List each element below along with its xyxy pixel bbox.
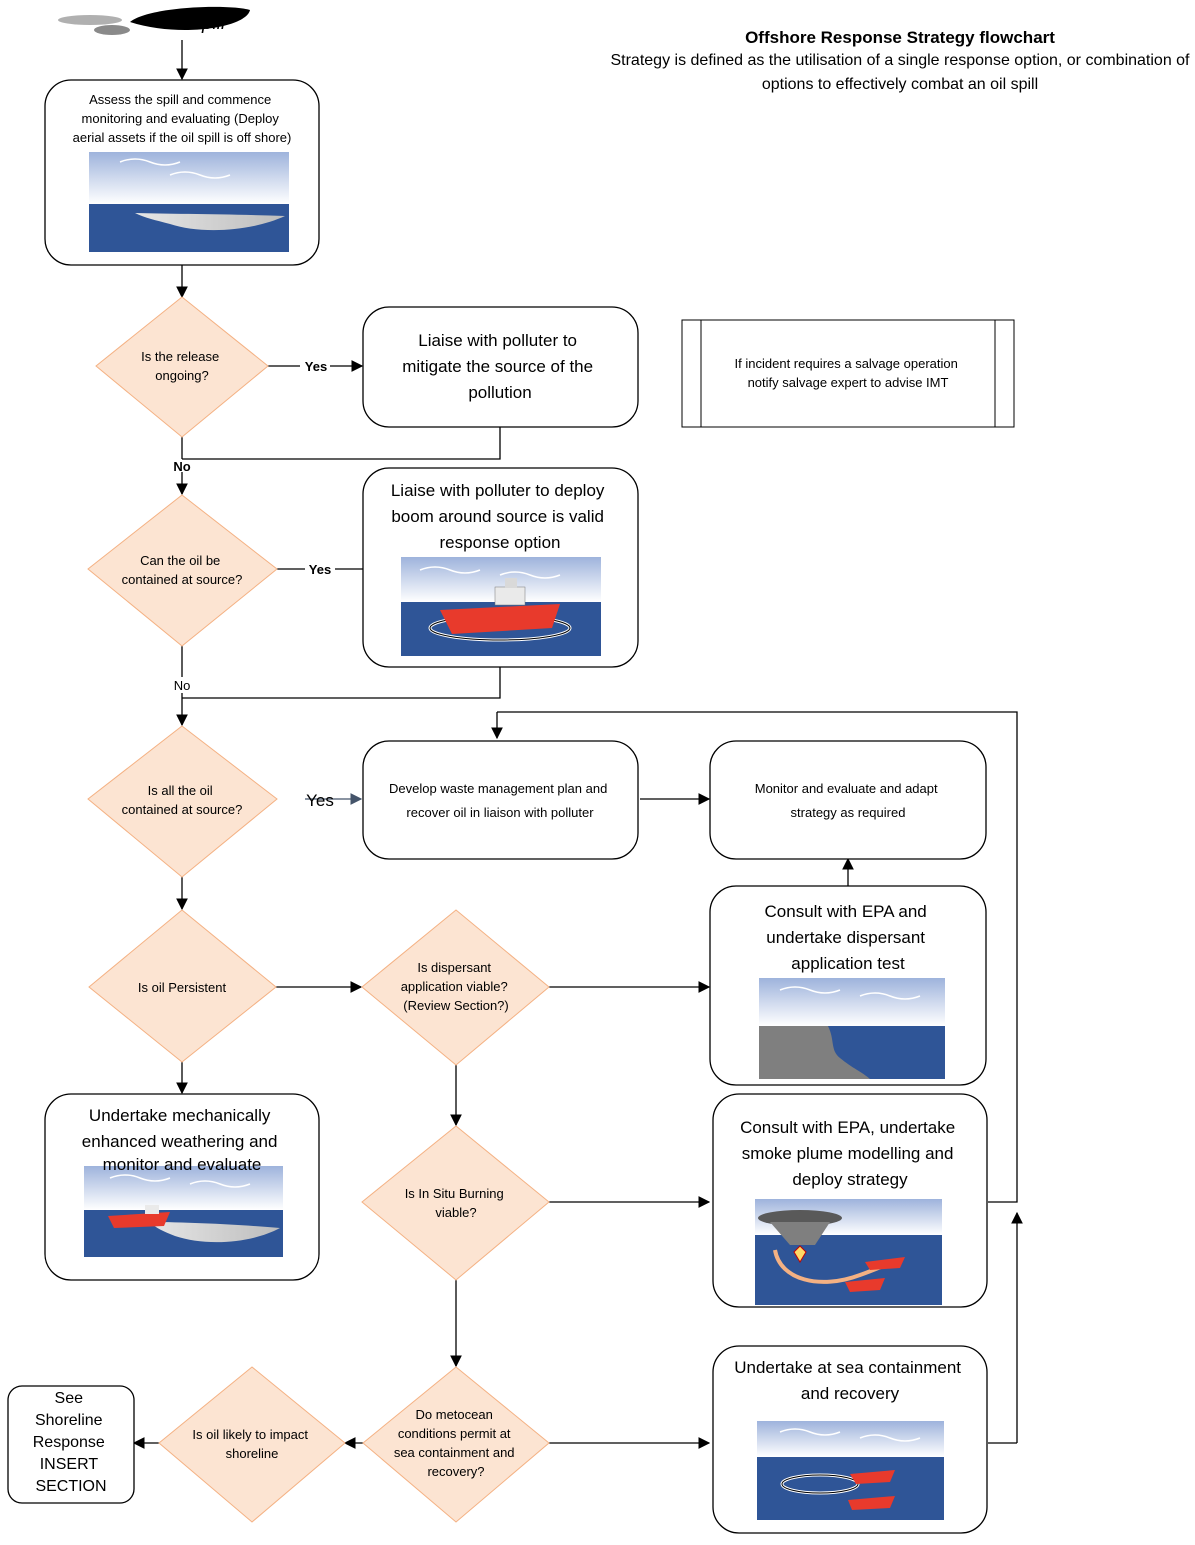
mitigate-text: Liaise with polluter to mitigate the sou…: [402, 331, 598, 402]
in-situ-burn-illustration: [755, 1199, 942, 1305]
assess-line-2: monitoring and evaluating (Deploy: [82, 111, 280, 126]
waste-plan-text: Develop waste management plan and recove…: [389, 781, 611, 820]
monitor-adapt-box: [709, 740, 987, 860]
dispersant-illustration: [759, 978, 945, 1079]
see-shoreline-text: See Shoreline Response INSERT SECTION: [33, 1390, 110, 1495]
contained-text: Can the oil be contained at source?: [122, 553, 243, 587]
ocean-slick-illustration: [89, 152, 289, 252]
dispersant-diamond: [361, 909, 550, 1066]
release-ongoing-diamond: [95, 296, 269, 438]
title-block: Offshore Response Strategy flowchart Str…: [610, 27, 1190, 97]
mitigate-box: [362, 306, 639, 428]
salvage-note: [681, 319, 1015, 428]
decision-diamonds: [87, 296, 550, 1523]
label-yes-release: Yes: [305, 359, 327, 374]
isb-text: Is In Situ Burning viable?: [405, 1186, 508, 1220]
dispersant-test-text: Consult with EPA and undertake dispersan…: [765, 902, 932, 973]
metocean-text: Do metocean conditions permit at sea con…: [394, 1407, 518, 1479]
label-yes-all: Yes: [306, 791, 334, 810]
release-text: Is the release ongoing?: [141, 349, 223, 383]
logo-text: Oil Spill: [161, 13, 226, 34]
smoke-plume-text: Consult with EPA, undertake smoke plume …: [740, 1118, 960, 1189]
persistent-diamond: [88, 909, 277, 1063]
edge-boom-merge: [182, 667, 501, 699]
node-texts: Assess the spill and commence monitoring…: [33, 92, 966, 1495]
edge-mitigate-merge: [182, 427, 501, 460]
edge-smoke-loop: [497, 711, 1018, 1203]
label-no-contained: No: [174, 678, 191, 693]
chart-title: Offshore Response Strategy flowchart: [745, 28, 1055, 47]
contained-diamond: [87, 494, 278, 647]
salvage-text: If incident requires a salvage operation…: [735, 356, 962, 390]
persistent-text: Is oil Persistent: [138, 980, 227, 995]
weathering-vessel-illustration: [84, 1166, 283, 1257]
weathering-text: Undertake mechanically enhanced weatheri…: [82, 1106, 282, 1174]
containment-vessels-illustration: [757, 1421, 944, 1520]
vessel-boom-illustration: [401, 557, 601, 656]
assess-line-3: aerial assets if the oil spill is off sh…: [73, 130, 292, 145]
assess-line-1: Assess the spill and commence: [89, 92, 271, 107]
containment-text: Undertake at sea containment and recover…: [734, 1358, 966, 1403]
edge-labels: Yes No Yes No Yes: [170, 357, 335, 810]
boom-text: Liaise with polluter to deploy boom arou…: [391, 481, 609, 552]
shoreline-text: Is oil likely to impact shoreline: [192, 1427, 311, 1461]
label-no-release: No: [173, 459, 190, 474]
label-yes-contained: Yes: [309, 562, 331, 577]
all-contained-text: Is all the oil contained at source?: [122, 783, 243, 817]
waste-plan-box: [362, 740, 639, 860]
shoreline-diamond: [158, 1366, 346, 1523]
assess-text: Assess the spill and commence monitoring…: [73, 92, 292, 145]
all-contained-diamond: [87, 725, 278, 878]
see-shoreline-box: [7, 1385, 135, 1504]
metocean-diamond: [362, 1366, 550, 1523]
chart-subtitle: Strategy is defined as the utilisation o…: [610, 52, 1190, 93]
oil-spill-logo-icon: Oil Spill: [58, 6, 250, 35]
monitor-adapt-text: Monitor and evaluate and adapt strategy …: [755, 781, 941, 820]
isb-diamond: [361, 1125, 550, 1281]
dispersant-q-text: Is dispersant application viable? (Revie…: [401, 960, 512, 1013]
